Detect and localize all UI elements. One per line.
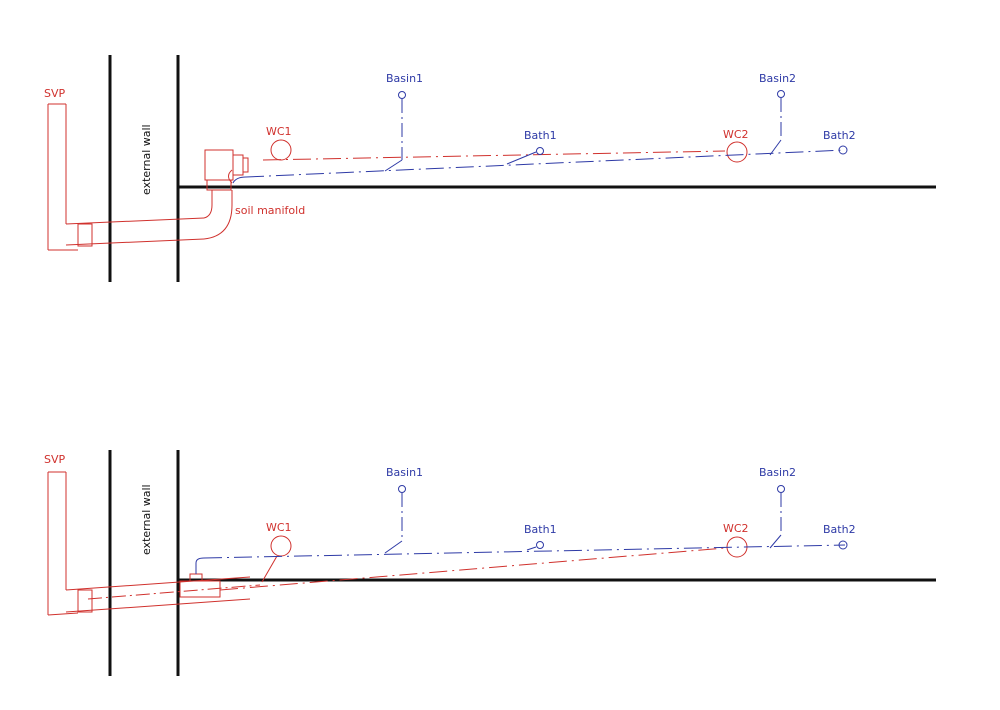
wc1-label: WC1 xyxy=(266,125,292,138)
external-wall-label: external wall xyxy=(140,124,153,195)
basin1-fixture xyxy=(384,485,406,554)
wc2-label: WC2 xyxy=(723,522,749,535)
bath2-fixture xyxy=(838,540,848,550)
soil-pipe-run xyxy=(262,150,726,161)
bath2-label: Bath2 xyxy=(823,523,856,536)
diagram-direct-connection: external wall SVP WC1 WC2 xyxy=(44,450,936,676)
svp-stack xyxy=(47,471,67,615)
bath1-fixture xyxy=(506,147,544,165)
wc1-fixture xyxy=(270,139,292,161)
basin1-label: Basin1 xyxy=(386,466,423,479)
waste-pipe-run xyxy=(189,544,846,582)
bath2-label: Bath2 xyxy=(823,129,856,142)
basin2-fixture xyxy=(769,485,785,549)
basin1-label: Basin1 xyxy=(386,72,423,85)
wc1-fixture xyxy=(270,535,292,557)
diagram-with-soil-manifold: external wall SVP soil manifold xyxy=(44,55,936,282)
wc1-branch xyxy=(261,555,278,583)
basin2-label: Basin2 xyxy=(759,466,796,479)
pipe-centreline xyxy=(87,584,261,600)
wc1-label: WC1 xyxy=(266,521,292,534)
bath1-label: Bath1 xyxy=(524,523,557,536)
basin2-label: Basin2 xyxy=(759,72,796,85)
wc2-label: WC2 xyxy=(723,128,749,141)
svp-label: SVP xyxy=(44,87,66,100)
svp-label: SVP xyxy=(44,453,66,466)
wc2-fixture xyxy=(726,141,748,163)
soil-pipe-through-wall xyxy=(47,576,251,616)
bath1-fixture xyxy=(526,541,544,551)
bath2-fixture xyxy=(838,145,848,155)
bath1-label: Bath1 xyxy=(524,129,557,142)
svp-stack xyxy=(47,103,67,250)
soil-pipe-run xyxy=(219,547,726,591)
external-wall-label: external wall xyxy=(140,484,153,555)
waste-pipe-run xyxy=(232,149,846,184)
basin2-fixture xyxy=(769,90,785,156)
soil-pipe-through-wall xyxy=(48,190,233,251)
soil-manifold xyxy=(204,149,249,191)
soil-manifold-label: soil manifold xyxy=(235,204,305,217)
basin1-fixture xyxy=(384,91,406,172)
